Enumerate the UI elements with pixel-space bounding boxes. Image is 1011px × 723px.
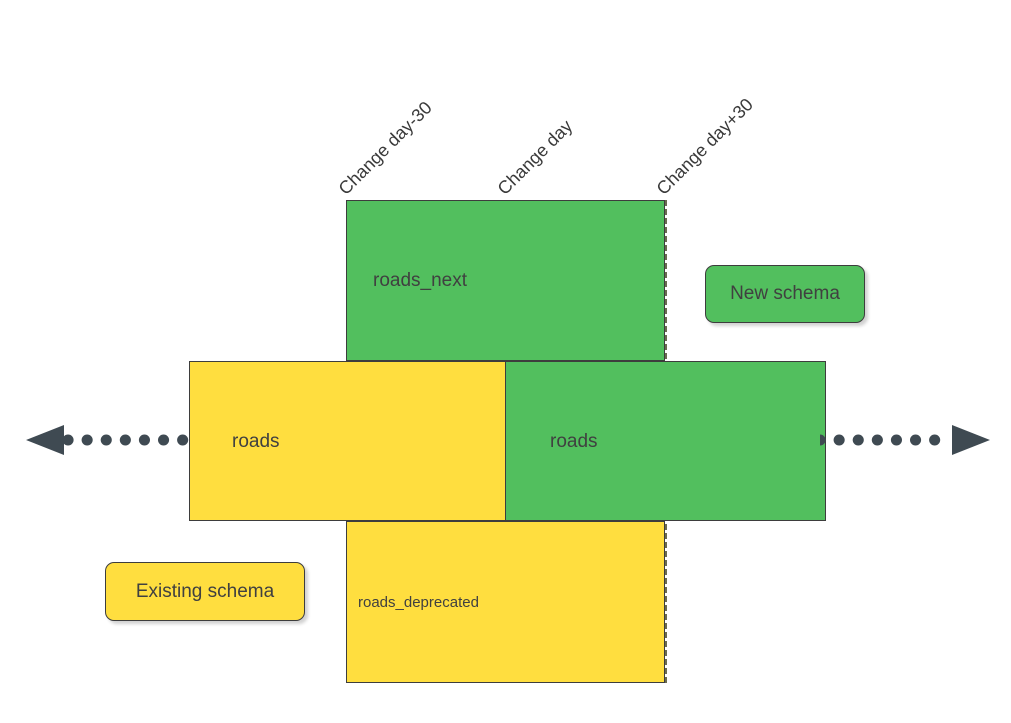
legend-existing-schema: Existing schema — [105, 562, 305, 621]
schema-block-roads-existing: roads — [189, 361, 506, 521]
schema-block-roads-deprecated: roads_deprecated — [346, 521, 665, 683]
schema-block-label: roads — [232, 430, 280, 452]
schema-block-label: roads_next — [373, 270, 468, 291]
schema-block-roads-new: roads — [505, 361, 826, 521]
timeline-arrow-right-icon — [820, 425, 990, 455]
legend-new-schema: New schema — [705, 265, 865, 323]
change-day-plus30-label: Change day+30 — [652, 94, 757, 199]
timeline-arrow-left-icon — [26, 425, 196, 455]
change-day-minus30-label: Change day-30 — [334, 97, 436, 199]
schema-block-label: roads_deprecated — [358, 593, 479, 611]
legend-label: Existing schema — [135, 580, 275, 602]
schema-block-roads-next: roads_next — [346, 200, 665, 361]
legend-label: New schema — [730, 283, 840, 304]
schema-block-label: roads — [550, 430, 598, 452]
change-day-label: Change day — [493, 115, 577, 199]
